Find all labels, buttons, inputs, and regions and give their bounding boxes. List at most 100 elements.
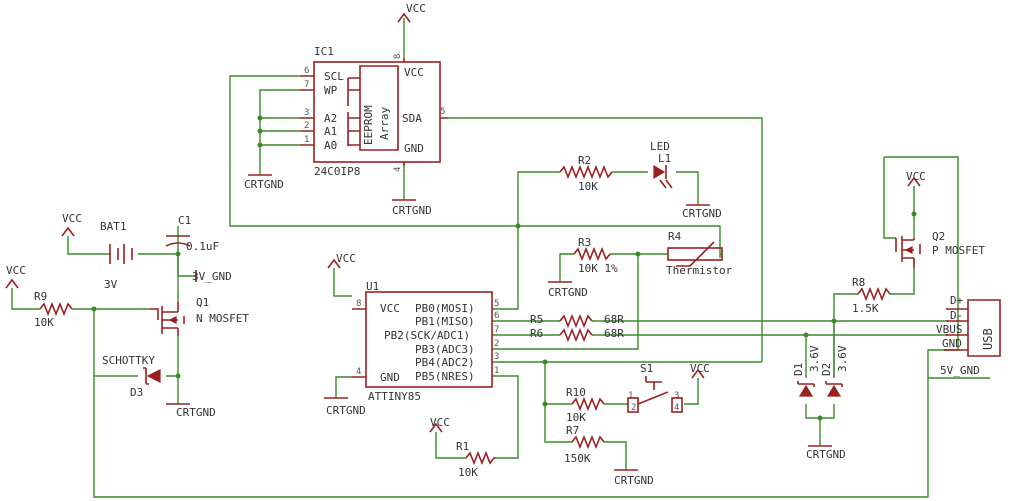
r8-name: R8 — [852, 276, 865, 289]
u1-pin-label: PB2(SCK/ADC1) — [384, 329, 470, 342]
resistors: R9 10K R2 10K R3 10K 1% R5 68R R6 68R R1… — [34, 154, 891, 479]
r1-value: 10K — [458, 466, 478, 479]
r2-symbol — [559, 164, 613, 180]
crtgnd-symbol: CRTGND — [324, 397, 366, 417]
r10-name: R10 — [566, 386, 586, 399]
junction — [257, 128, 263, 134]
c1-capacitor: C1 0.1uF — [165, 214, 219, 253]
ic1-pin-label: WP — [324, 84, 338, 97]
crtgnd-label: CRTGND — [392, 204, 432, 217]
l1-name: L1 — [658, 152, 671, 165]
u1-value: ATTINY85 — [368, 390, 421, 403]
bat1-battery: BAT1 3V — [100, 220, 133, 291]
crtgnd-symbol: CRTGND — [166, 403, 216, 419]
led-l1: LED L1 — [650, 140, 673, 189]
ic1-eeprom: EEPROM Array IC1 24C0IP8 SCL WP A2 A1 A0… — [300, 45, 448, 178]
u1-pin-label: VCC — [380, 302, 400, 315]
vcc-symbol: VCC — [429, 416, 450, 433]
ic1-pin-number: 8 — [393, 54, 403, 59]
r1-name: R1 — [456, 440, 469, 453]
r4-thermistor: R4 Thermistor — [666, 230, 733, 277]
ic1-array-label: Array — [378, 107, 391, 140]
u1-pin-label: PB0(MOSI) — [415, 302, 475, 315]
junction — [175, 373, 181, 379]
d2-zener-diode: D2 3.6V — [820, 345, 849, 397]
u1-pin-number: 4 — [356, 367, 361, 377]
junction — [515, 223, 521, 229]
crtgnd-symbol: CRTGND — [244, 174, 284, 191]
r3-symbol — [573, 246, 611, 262]
d2-name: D2 — [820, 363, 833, 376]
crtgnd-symbol: CRTGND — [392, 199, 432, 217]
junction — [175, 251, 181, 257]
junction — [257, 142, 263, 148]
junction — [542, 359, 548, 365]
vcc-symbol: VCC — [327, 252, 356, 269]
u1-pin-number: 7 — [494, 325, 499, 335]
junction — [831, 318, 837, 324]
r9-symbol — [39, 301, 73, 317]
vcc-symbol: VCC — [5, 264, 26, 289]
vcc-label: VCC — [6, 264, 26, 277]
s1-switch: S1 1 2 3 4 — [627, 362, 683, 413]
r3-value: 10K 1% — [578, 262, 618, 275]
s1-pin-number: 3 — [674, 391, 679, 401]
wires — [11, 18, 990, 498]
r9-value: 10K — [34, 316, 54, 329]
ic1-value: 24C0IP8 — [314, 165, 360, 178]
u1-name: U1 — [366, 280, 379, 293]
u1-pin-label: PB5(NRES) — [415, 370, 475, 383]
r1-symbol — [465, 450, 496, 466]
ic1-pin-number: 7 — [304, 80, 309, 90]
l1-value: LED — [650, 140, 670, 153]
ic1-pin-number: 2 — [304, 121, 309, 131]
u1-attiny85: U1 ATTINY85 VCC GND PB0(MOSI) PB1(MISO) … — [352, 280, 499, 403]
usb-pin-label: D+ — [950, 294, 964, 307]
ic1-array-label: EEPROM — [362, 105, 375, 145]
u1-pin-number: 2 — [494, 339, 499, 349]
usb-pin-label: D- — [950, 309, 963, 322]
junction — [911, 211, 917, 217]
crtgnd-symbol: CRTGND — [682, 204, 722, 220]
d1-value: 3.6V — [808, 345, 821, 372]
crtgnd-label: CRTGND — [548, 286, 588, 299]
ic1-pin-number: 1 — [304, 135, 309, 145]
r5-symbol — [559, 313, 593, 329]
q1-n-mosfet: Q1 N MOSFET — [150, 296, 249, 336]
r4-name: R4 — [668, 230, 682, 243]
ic1-pin-label: SCL — [324, 70, 344, 83]
junction — [91, 306, 97, 312]
vcc-label: VCC — [336, 252, 356, 265]
ic1-pin-label: A1 — [324, 125, 337, 138]
r4-value: Thermistor — [666, 264, 733, 277]
junction — [803, 332, 809, 338]
5v-gnd-label: 5V_GND — [940, 364, 980, 377]
u1-pin-number: 5 — [494, 299, 499, 309]
usb-pin-label: GND — [942, 337, 962, 350]
5v-gnd-symbol: 5V_GND — [940, 364, 980, 377]
r2-value: 10K — [578, 180, 598, 193]
r10-value: 10K — [566, 411, 586, 424]
q1-value: N MOSFET — [196, 312, 249, 325]
r10-symbol — [571, 396, 605, 412]
vcc-symbol: VCC — [61, 212, 82, 237]
q2-p-mosfet: Q2 P MOSFET — [895, 230, 985, 268]
crtgnd-symbol: CRTGND — [548, 281, 588, 299]
power-symbols: VCC VCC VCC VCC VCC VCC VCC CRTGN — [5, 2, 980, 487]
r2-name: R2 — [578, 154, 591, 167]
d1-name: D1 — [792, 363, 805, 376]
r5-name: R5 — [530, 313, 543, 326]
crtgnd-label: CRTGND — [682, 207, 722, 220]
d3-schottky-diode: SCHOTTKY D3 — [102, 354, 161, 399]
r6-name: R6 — [530, 327, 543, 340]
u1-pin-number: 8 — [356, 299, 361, 309]
crtgnd-label: CRTGND — [326, 404, 366, 417]
r7-value: 150K — [564, 452, 591, 465]
bat1-value: 3V — [104, 278, 118, 291]
3v-gnd-label: 3V_GND — [192, 270, 232, 283]
ic1-name: IC1 — [314, 45, 334, 58]
u1-pin-number: 3 — [494, 352, 499, 362]
c1-value: 0.1uF — [186, 240, 219, 253]
ic1-pin-label: A2 — [324, 112, 337, 125]
